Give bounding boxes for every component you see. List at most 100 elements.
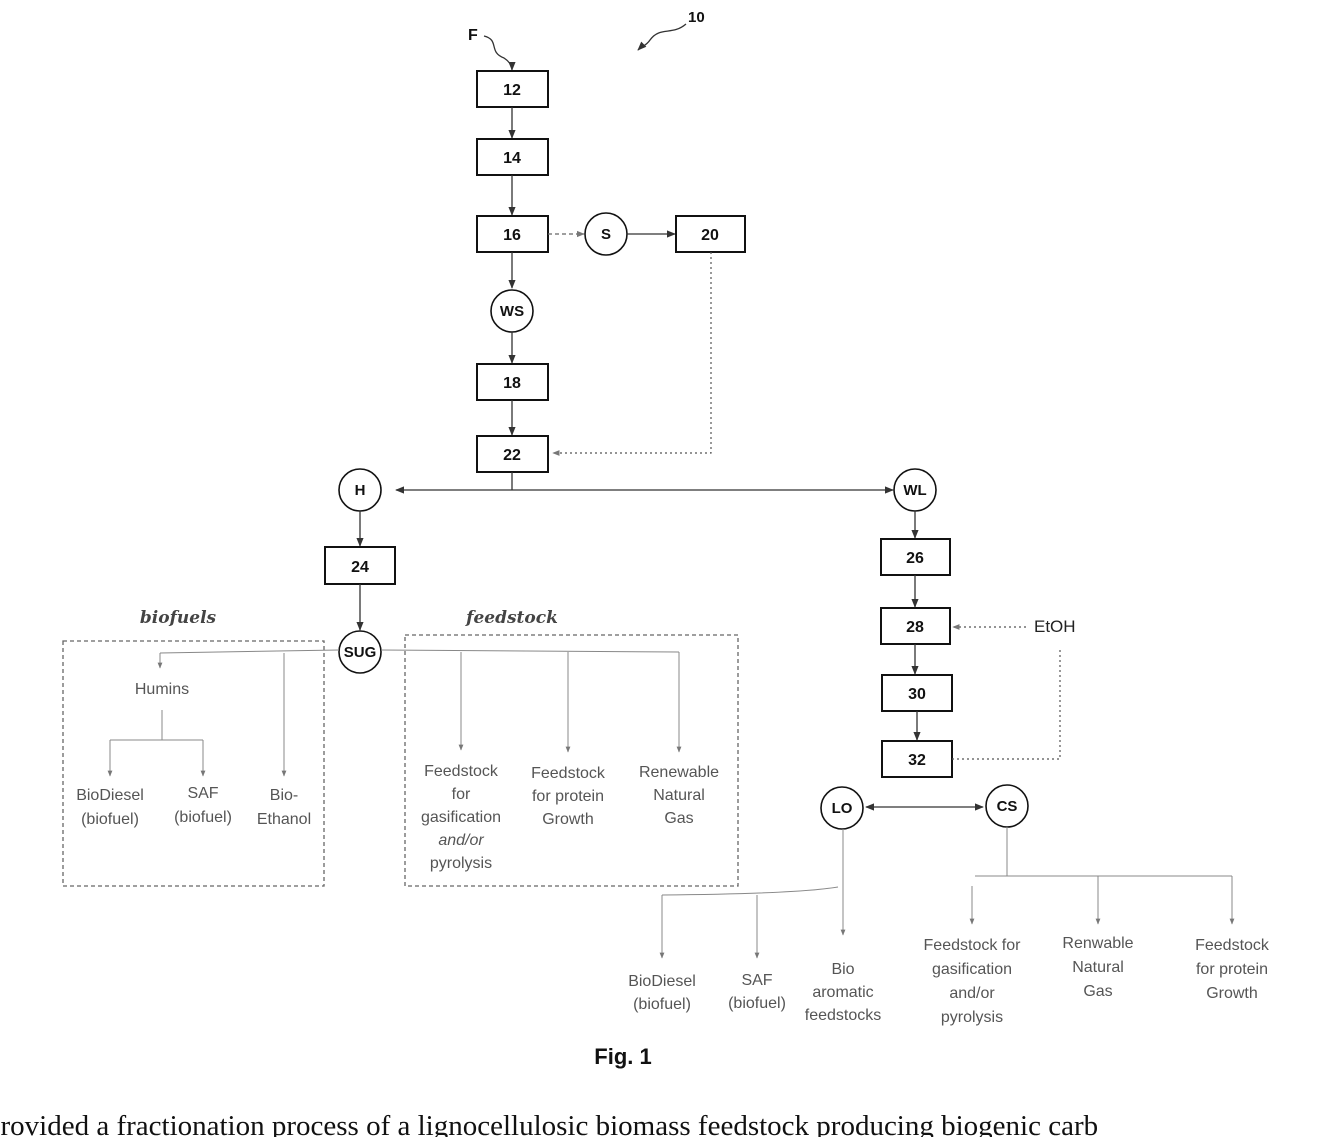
box-32-label: 32 [908,752,926,769]
node-sug: SUG [339,631,381,673]
feed-label: F [468,27,478,44]
svg-text:Gas: Gas [1083,983,1112,1000]
svg-text:feedstocks: feedstocks [805,1007,881,1024]
biofuels-group-title: biofuels [140,608,217,628]
figure-reference-number: 10 [688,9,705,26]
cs-protein-label: Feedstock for protein Growth [1195,937,1270,1002]
svg-text:aromatic: aromatic [812,984,873,1001]
biofuels-group-box [63,641,324,886]
box-22-label: 22 [503,447,521,464]
box-18-label: 18 [503,375,521,392]
node-h-label: H [355,482,366,499]
svg-text:Gas: Gas [664,810,693,827]
svg-text:Natural: Natural [653,787,705,804]
node-s-label: S [601,226,611,243]
sug-feedstock-line [381,650,679,652]
fs-gasification-label: Feedstock for gasification and/or pyroly… [421,763,501,872]
svg-text:for protein: for protein [1196,961,1268,978]
node-lo-label: LO [832,800,853,817]
bioethanol-label: Bio- Ethanol [257,787,311,828]
svg-text:BioDiesel: BioDiesel [628,973,696,990]
cs-rng-label: Renwable Natural Gas [1062,935,1133,1000]
box-26-label: 26 [906,550,924,567]
svg-text:Growth: Growth [1206,985,1258,1002]
svg-text:and/or: and/or [438,832,484,849]
humins-label: Humins [135,681,189,698]
feed-arrow [484,36,512,70]
lo-saf-label: SAF (biofuel) [728,972,786,1012]
node-ws-label: WS [500,303,524,320]
node-cs-label: CS [997,798,1018,815]
svg-text:pyrolysis: pyrolysis [941,1009,1003,1026]
sug-biofuels-line [160,650,339,653]
arrow-20-22 [553,252,711,453]
svg-text:Renwable: Renwable [1062,935,1133,952]
node-cs: CS [986,785,1028,827]
box-28: 28 [881,608,950,644]
box-14-label: 14 [503,150,521,167]
etoh-label: EtOH [1034,617,1076,636]
box-18: 18 [477,364,548,400]
saf-label: SAF (biofuel) [174,785,232,826]
fs-rng-label: Renewable Natural Gas [639,764,719,827]
node-wl-label: WL [903,482,926,499]
node-sug-label: SUG [344,644,377,661]
cs-gasification-label: Feedstock for gasification and/or pyroly… [924,937,1022,1026]
svg-text:Bio-: Bio- [270,787,298,804]
svg-text:gasification: gasification [932,961,1012,978]
lo-bioaromatic-label: Bio aromatic feedstocks [805,961,881,1024]
svg-text:Feedstock: Feedstock [531,765,606,782]
box-20-label: 20 [701,227,719,244]
box-12: 12 [477,71,548,107]
biodiesel-label: BioDiesel (biofuel) [76,787,144,828]
node-ws: WS [491,290,533,332]
svg-text:Feedstock for: Feedstock for [924,937,1022,954]
box-24-label: 24 [351,559,369,576]
svg-text:Feedstock: Feedstock [424,763,499,780]
process-flow-diagram: 10 F 12 14 16 S 20 WS 18 22 [0,0,1329,1110]
svg-text:SAF: SAF [187,785,218,802]
body-text-line: provided a fractionation process of a li… [0,1108,1329,1137]
lo-branch-line [662,887,838,895]
node-s: S [585,213,627,255]
svg-text:SAF: SAF [741,972,772,989]
node-wl: WL [894,469,936,511]
fs-protein-label: Feedstock for protein Growth [531,765,606,828]
svg-text:pyrolysis: pyrolysis [430,855,492,872]
box-32: 32 [882,741,952,777]
box-26: 26 [881,539,950,575]
lo-biodiesel-label: BioDiesel (biofuel) [628,973,696,1013]
node-lo: LO [821,787,863,829]
box-20: 20 [676,216,745,252]
box-16-label: 16 [503,227,521,244]
svg-text:Feedstock: Feedstock [1195,937,1270,954]
body-text: provided a fractionation process of a li… [0,1112,1098,1137]
box-12-label: 12 [503,82,521,99]
reference-leader-arrow [638,24,686,50]
recycle-32-etoh [952,650,1060,759]
feedstock-group-title: feedstock [465,608,558,628]
humins-branch [110,710,203,740]
box-22: 22 [477,436,548,472]
node-h: H [339,469,381,511]
svg-text:Bio: Bio [831,961,854,978]
svg-text:(biofuel): (biofuel) [174,809,232,826]
svg-text:gasification: gasification [421,809,501,826]
svg-text:Ethanol: Ethanol [257,811,311,828]
box-16: 16 [477,216,548,252]
svg-text:and/or: and/or [949,985,995,1002]
svg-text:for protein: for protein [532,788,604,805]
box-30-label: 30 [908,686,926,703]
figure-caption: Fig. 1 [594,1044,651,1069]
svg-text:(biofuel): (biofuel) [728,995,786,1012]
svg-text:(biofuel): (biofuel) [81,811,139,828]
svg-text:Renewable: Renewable [639,764,719,781]
svg-text:BioDiesel: BioDiesel [76,787,144,804]
svg-text:for: for [452,786,471,803]
box-30: 30 [882,675,952,711]
box-14: 14 [477,139,548,175]
svg-text:Growth: Growth [542,811,594,828]
box-24: 24 [325,547,395,584]
svg-text:(biofuel): (biofuel) [633,996,691,1013]
box-28-label: 28 [906,619,924,636]
